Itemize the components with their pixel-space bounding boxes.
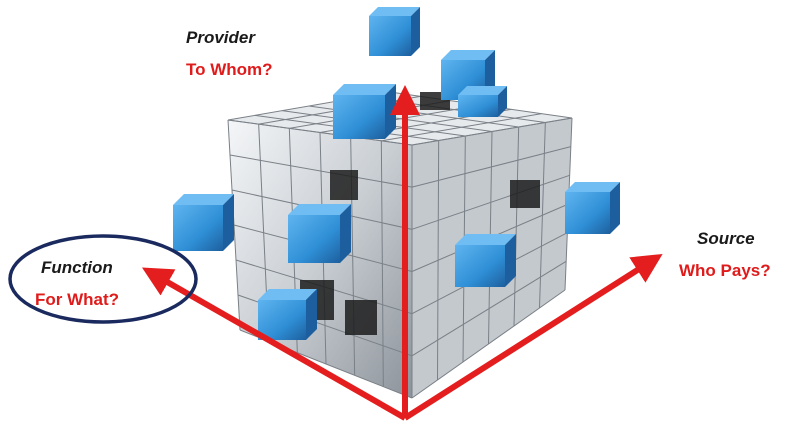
cube-grid-line [411,117,573,146]
dark-cube-cell [330,170,358,200]
source-label-group: Source Who Pays? [679,229,771,281]
cube-grid-line [411,289,566,399]
source-axis-arrow [403,253,663,421]
dark-cube-cell [510,180,540,208]
dark-cube-cell [345,300,377,335]
function-label-group: Function For What? [35,258,119,310]
source-question: Who Pays? [679,261,771,280]
blue-block [458,86,507,117]
function-question: For What? [35,290,120,309]
cube-graphic [173,7,620,399]
blue-block [565,182,620,234]
blue-block [333,84,396,139]
blue-block [369,7,420,56]
function-highlight-ellipse [8,234,198,324]
cube-grid-line [411,260,567,357]
blue-block [455,234,516,287]
provider-question: To Whom? [186,60,273,79]
source-title: Source [697,229,755,248]
blue-block [258,289,317,340]
provider-label-group: Provider To Whom? [186,28,273,80]
blue-blocks [173,7,620,340]
function-axis-arrow [141,267,407,421]
blue-block [173,194,234,251]
function-title: Function [41,258,113,277]
axes [141,85,663,421]
provider-title: Provider [186,28,255,47]
blue-block [288,204,351,263]
cube-grid-line [381,113,542,142]
